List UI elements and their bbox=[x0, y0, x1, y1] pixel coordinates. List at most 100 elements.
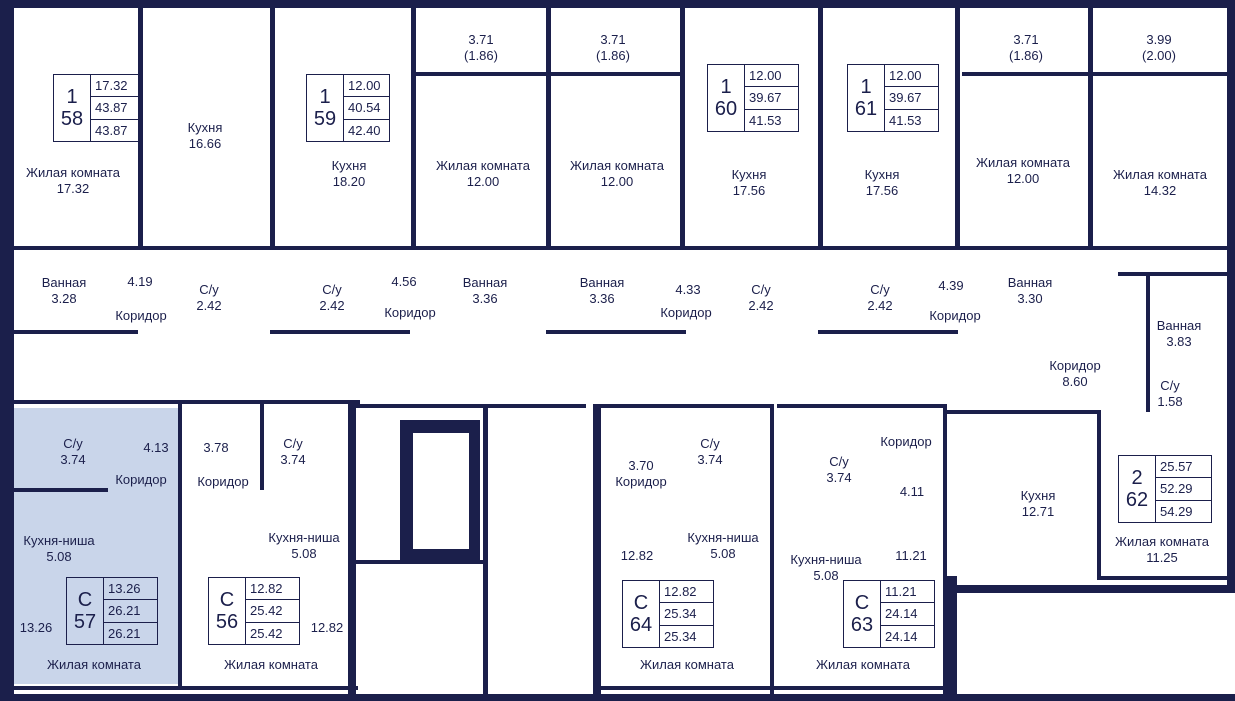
room-label-line: Ванная bbox=[462, 275, 508, 290]
room-label-line: Жилая комната bbox=[976, 155, 1070, 170]
rooms-count: С bbox=[854, 592, 870, 614]
apartment-number: 57 bbox=[73, 611, 97, 633]
wall-segment bbox=[957, 585, 1235, 593]
rooms-count: С bbox=[77, 589, 93, 611]
wall-segment bbox=[546, 8, 551, 248]
room-label: Коридор bbox=[197, 474, 248, 490]
area-value: 43.87 bbox=[91, 96, 138, 118]
room-label-line: Кухня bbox=[1020, 488, 1056, 503]
room-label-line: С/у bbox=[751, 282, 771, 297]
apartment-number: 56 bbox=[215, 611, 239, 633]
wall-segment bbox=[178, 400, 182, 690]
room-label-line: (2.00) bbox=[1142, 48, 1176, 63]
room-label-line: 1.58 bbox=[1157, 394, 1183, 409]
room-label-line: 2.42 bbox=[748, 298, 774, 313]
room-label-line: Коридор bbox=[615, 474, 667, 489]
wall-segment bbox=[8, 400, 178, 404]
room-label-line: Кухня-ниша bbox=[687, 530, 759, 545]
room-label: Жилая комната bbox=[816, 657, 910, 673]
room-label-line: Кухня bbox=[731, 167, 767, 182]
room-label-line: С/у bbox=[700, 436, 720, 451]
area-value: 24.14 bbox=[881, 624, 934, 647]
rooms-count: С bbox=[633, 592, 649, 614]
area-value: 17.32 bbox=[95, 78, 128, 94]
room-label-line: Коридор bbox=[115, 472, 167, 487]
room-label-line: С/у bbox=[322, 282, 342, 297]
room-label-line: 3.70 bbox=[628, 458, 654, 473]
wall-segment bbox=[356, 560, 488, 564]
area-value: 26.21 bbox=[104, 621, 157, 644]
room-label-line: Жилая комната bbox=[640, 657, 734, 672]
rooms-count: С bbox=[219, 589, 235, 611]
room-label-line: 12.82 bbox=[620, 548, 654, 563]
apartment-number: 64 bbox=[629, 614, 653, 636]
room-label-line: 17.56 bbox=[732, 183, 766, 198]
room-label-line: Жилая комната bbox=[1113, 167, 1207, 182]
wall-segment bbox=[182, 400, 360, 404]
room-label-line: (1.86) bbox=[464, 48, 498, 63]
room-label-line: (1.86) bbox=[596, 48, 630, 63]
wall-segment bbox=[1097, 410, 1101, 580]
wall-segment bbox=[348, 404, 356, 694]
room-label-line: 8.60 bbox=[1062, 374, 1088, 389]
room-label: Коридор bbox=[880, 434, 931, 450]
wall-segment bbox=[0, 694, 1235, 701]
room-label-line: 12.82 bbox=[310, 620, 344, 635]
area-value: 12.00 bbox=[889, 68, 922, 84]
room-label-line: Жилая комната bbox=[816, 657, 910, 672]
wall-segment bbox=[270, 330, 410, 334]
apartment-number: 60 bbox=[714, 98, 738, 120]
room-label-line: 4.13 bbox=[143, 440, 169, 455]
room-label-line: 5.08 bbox=[46, 549, 72, 564]
room-label-line: 2.42 bbox=[867, 298, 893, 313]
room-label-line: 4.19 bbox=[127, 274, 153, 289]
room-label-line: Коридор bbox=[1049, 358, 1101, 373]
room-label-line: Ванная bbox=[1156, 318, 1202, 333]
wall-segment bbox=[1146, 272, 1150, 412]
room-label: Жилая комната bbox=[224, 657, 318, 673]
room-label: 12.82 bbox=[621, 548, 654, 564]
wall-segment bbox=[483, 404, 488, 694]
room-label-line: С/у bbox=[63, 436, 83, 451]
room-label: 3.99(2.00) bbox=[1142, 32, 1176, 64]
room-label-line: 3.74 bbox=[60, 452, 86, 467]
room-label-line: Жилая комната bbox=[224, 657, 318, 672]
area-value: 54.29 bbox=[1156, 499, 1211, 522]
room-label-line: Кухня-ниша bbox=[790, 552, 862, 567]
wall-segment bbox=[8, 246, 1227, 250]
room-label-line: Коридор bbox=[197, 474, 249, 489]
room-label-line: 5.08 bbox=[813, 568, 839, 583]
room-label: 11.21 bbox=[895, 548, 927, 564]
room-label: Коридор bbox=[929, 308, 980, 324]
room-label-line: С/у bbox=[199, 282, 219, 297]
room-label-line: 3.71 bbox=[1013, 32, 1039, 47]
room-label-line: 13.26 bbox=[19, 620, 53, 635]
room-label-line: 3.83 bbox=[1166, 334, 1192, 349]
